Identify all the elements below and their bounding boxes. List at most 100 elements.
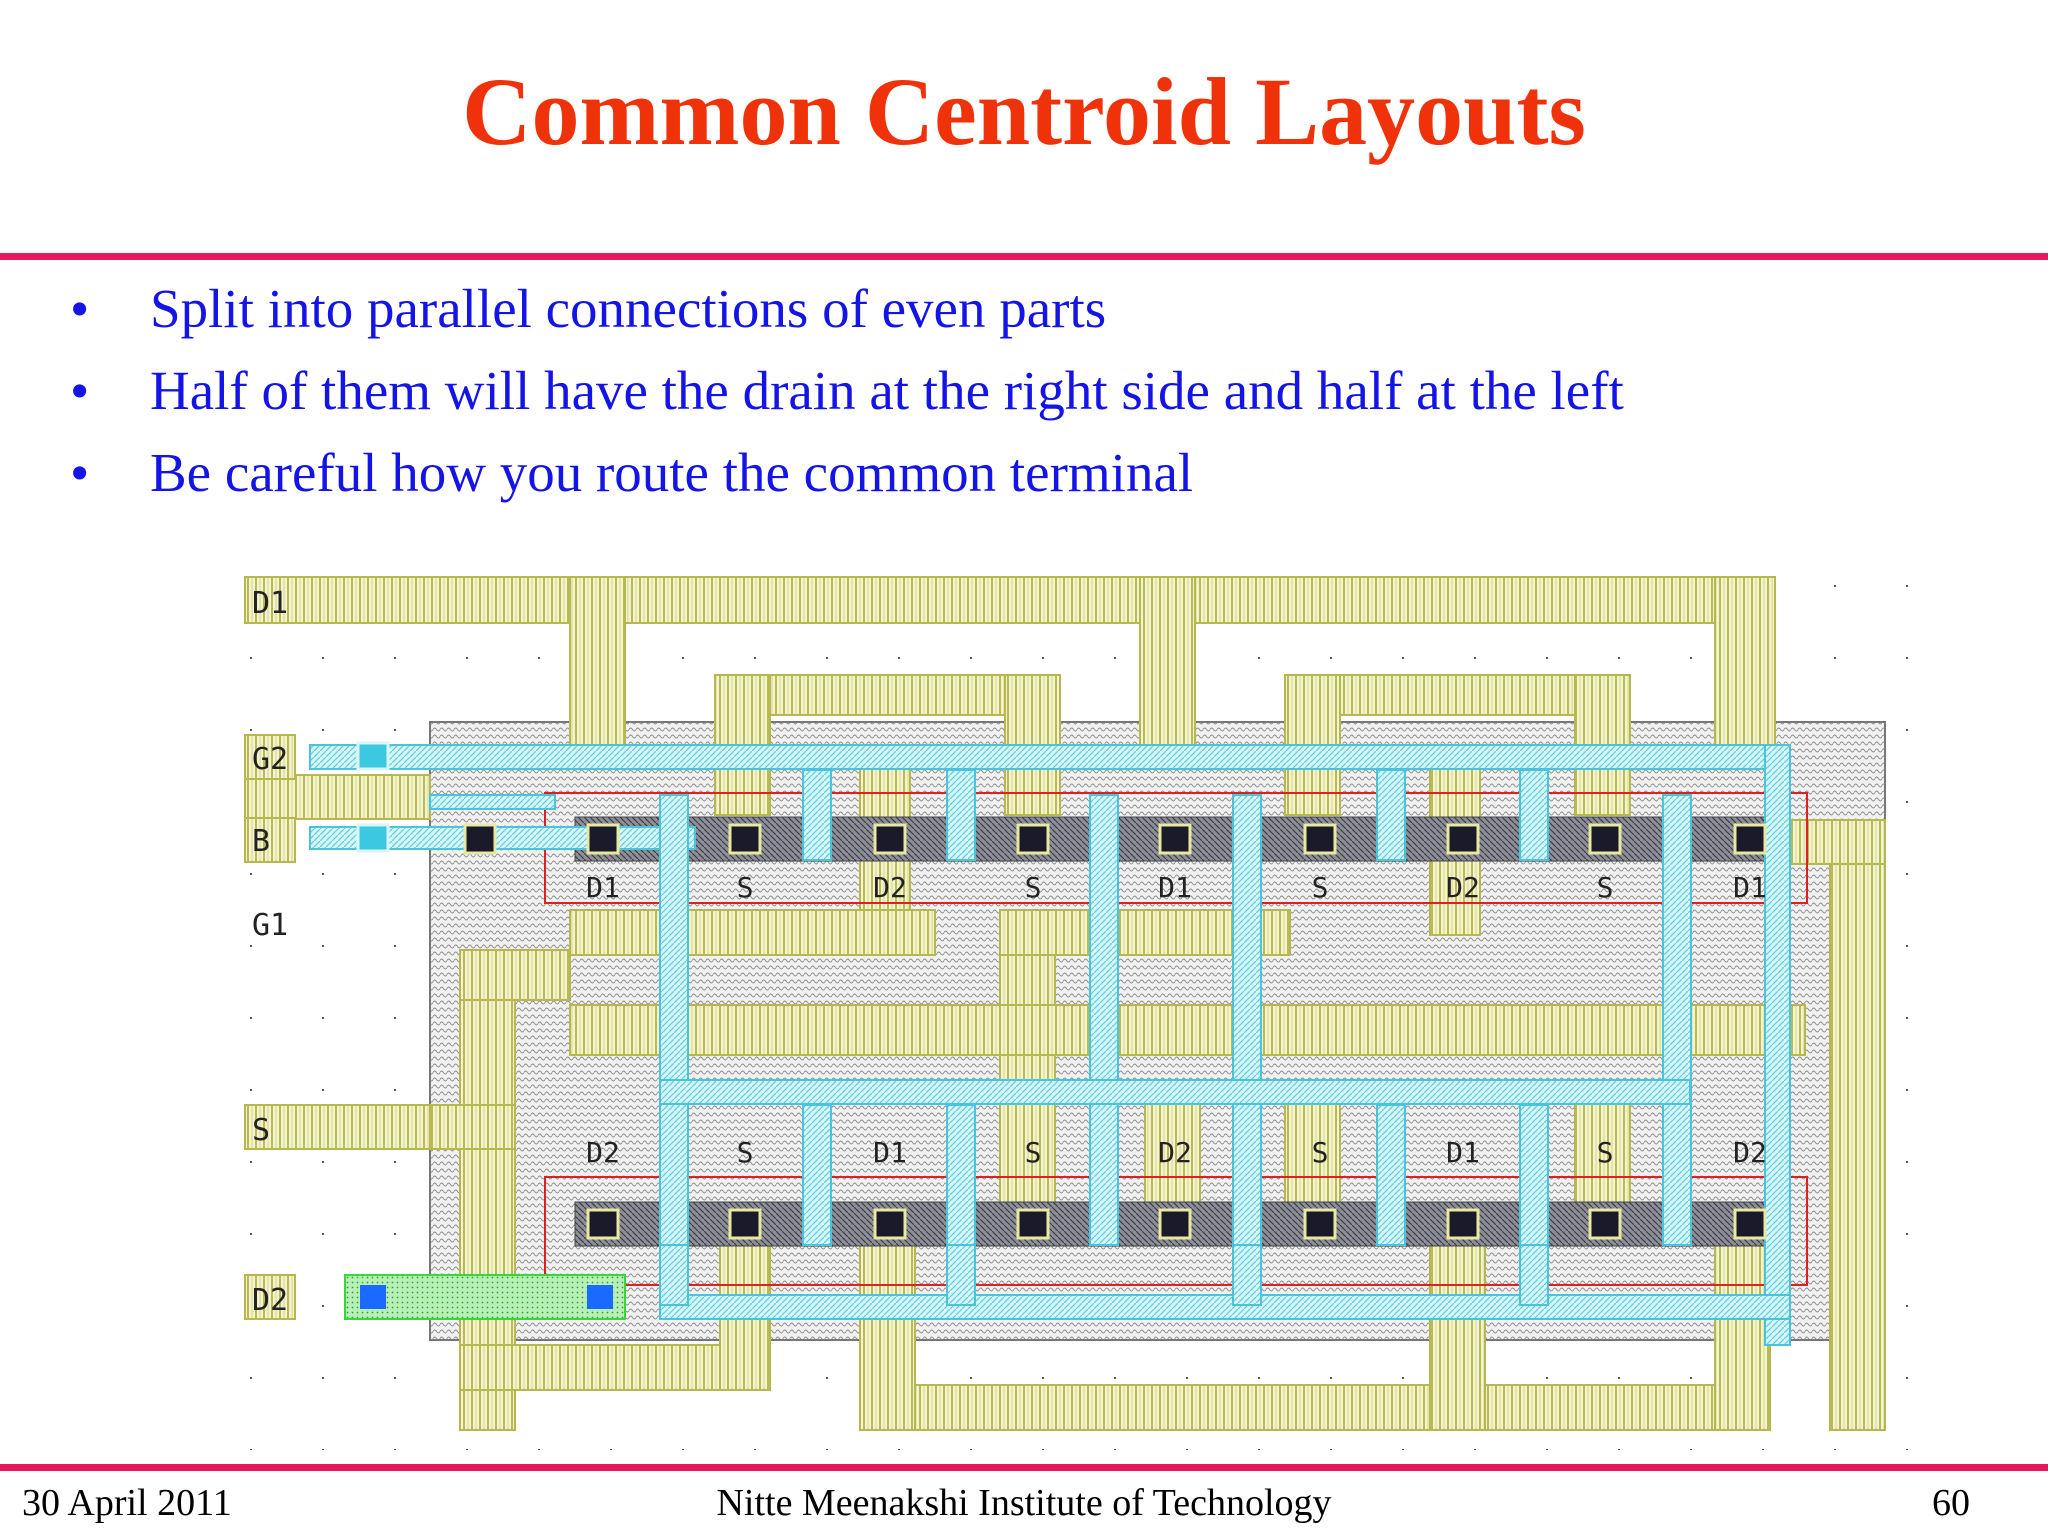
contact	[728, 823, 762, 855]
d1-top-bus	[244, 576, 1776, 624]
poly-gate	[659, 1244, 689, 1306]
terminal-label: S	[1025, 871, 1042, 904]
s-left-join	[429, 1104, 516, 1150]
contact	[1158, 1208, 1192, 1240]
bullet-item: • Split into parallel connections of even…	[70, 268, 1624, 350]
d2-port-wire	[244, 1274, 296, 1320]
poly-gate	[946, 1104, 976, 1246]
right-trunk	[1829, 819, 1886, 1431]
bullet-item: •Half of them will have the drain at the…	[70, 350, 1624, 432]
terminal-label: D2	[1158, 1136, 1192, 1169]
terminal-label: S	[1312, 871, 1329, 904]
contact	[586, 1208, 620, 1240]
poly-gate	[1376, 769, 1406, 861]
bottom-contacts	[586, 1208, 1767, 1240]
terminal-label: S	[1312, 1136, 1329, 1169]
poly-gate	[1662, 794, 1692, 1246]
contact	[1158, 823, 1192, 855]
bullet-list: • Split into parallel connections of even…	[70, 268, 1624, 514]
d2-via	[360, 1285, 386, 1309]
terminal-label: S	[1597, 1136, 1614, 1169]
contact	[1303, 1208, 1337, 1240]
terminal-label: D1	[1446, 1136, 1480, 1169]
g2-port-stub	[244, 734, 296, 780]
contact	[1016, 823, 1050, 855]
poly-routing	[309, 744, 1791, 1346]
d2-bottom-loop	[459, 1344, 771, 1391]
d2-via-strip	[344, 1274, 626, 1320]
body-contact	[463, 823, 497, 855]
contact	[1446, 823, 1480, 855]
contact	[1733, 1208, 1767, 1240]
d1-bottom-riser	[1429, 1229, 1486, 1431]
bullet-dot: •	[70, 442, 90, 503]
g1-poly-middle	[659, 1079, 1691, 1105]
s-port-wire	[244, 1104, 431, 1150]
poly-gate	[946, 1244, 976, 1306]
g2-contact	[356, 741, 390, 771]
bottom-active-region	[544, 1176, 1808, 1286]
bullet-text: Split into parallel connections of even …	[150, 278, 1107, 339]
g1-port-stub	[244, 817, 296, 863]
contact	[586, 823, 620, 855]
bottom-terminal-labels: D2 S D1 S D2 S D1 S D2	[586, 1136, 1767, 1169]
b-poly-link	[429, 794, 556, 810]
b-port-wire	[244, 774, 431, 820]
contact	[1588, 823, 1622, 855]
middle-bus	[569, 1004, 1806, 1056]
poly-gate	[946, 769, 976, 861]
bullet-text: Half of them will have the drain at the …	[150, 360, 1624, 421]
port-label-g2: G2	[252, 742, 288, 777]
g2-poly-right	[1764, 744, 1791, 1346]
terminal-label: D1	[586, 871, 620, 904]
port-label-d1: D1	[252, 586, 288, 621]
d1-bottom-riser	[1714, 1229, 1771, 1431]
poly-gate	[1232, 794, 1262, 1246]
port-labels: D1 G2 B G1 S D2	[252, 586, 288, 1318]
footer-page-number: 60	[1932, 1482, 1970, 1524]
top-contacts	[586, 823, 1767, 855]
contact	[1446, 1208, 1480, 1240]
port-label-g1: G1	[252, 908, 288, 943]
terminal-label: S	[737, 871, 754, 904]
contact	[873, 1208, 907, 1240]
d2-bridge	[1284, 674, 1631, 716]
bottom-divider	[0, 1464, 2048, 1471]
port-label-b: B	[252, 824, 270, 859]
terminal-label: D1	[1733, 871, 1767, 904]
s-rail	[569, 909, 936, 956]
terminal-label: D2	[1446, 871, 1480, 904]
poly-gate	[1232, 1244, 1262, 1306]
s-left-corner	[459, 949, 571, 1001]
footer-institution: Nitte Meenakshi Institute of Technology	[716, 1482, 1332, 1524]
d1-riser	[1139, 576, 1196, 758]
slide-title: Common Centroid Layouts	[462, 58, 1586, 165]
terminal-label: S	[1025, 1136, 1042, 1169]
d1-bottom-riser	[859, 1229, 916, 1431]
poly-gate	[802, 1104, 832, 1246]
poly-gate	[1376, 1104, 1406, 1246]
d1-riser	[1714, 576, 1776, 758]
port-label-s: S	[252, 1113, 270, 1148]
poly-gate	[1519, 769, 1549, 861]
contact	[728, 1208, 762, 1240]
terminal-label: D2	[586, 1136, 620, 1169]
poly-gate	[1089, 794, 1119, 1246]
terminal-label: S	[1597, 871, 1614, 904]
terminal-label: D1	[873, 1136, 907, 1169]
terminal-label: D2	[1733, 1136, 1767, 1169]
terminal-label: D1	[1158, 871, 1192, 904]
metal-routing	[244, 576, 1886, 1431]
port-label-d2: D2	[252, 1283, 288, 1318]
terminal-label: S	[737, 1136, 754, 1169]
g2-poly-bottom	[659, 1294, 1791, 1320]
bullet-text: Be careful how you route the common term…	[150, 442, 1194, 503]
d2-via	[587, 1285, 613, 1309]
common-centroid-layout-diagram: D1 G2 B G1 S D2 D1 S D2 S D1 S D2 S D1 D…	[230, 565, 1910, 1450]
g2-poly-rail	[309, 744, 1791, 770]
poly-gate	[659, 794, 689, 1246]
g1-contact	[356, 823, 390, 853]
d1-bottom-bus	[859, 1384, 1771, 1431]
bullet-item: • Be careful how you route the common ter…	[70, 432, 1624, 514]
bullet-dot: •	[70, 278, 90, 339]
